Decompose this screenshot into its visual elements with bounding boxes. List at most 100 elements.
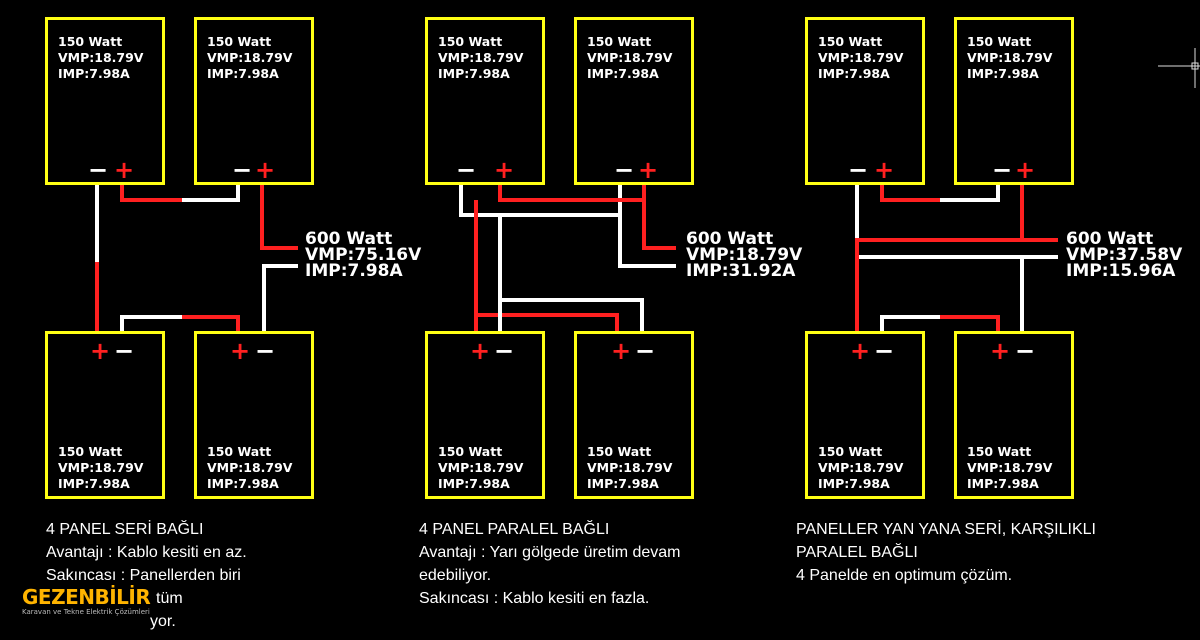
- result-label: 600 Watt VMP:37.58V IMP:15.96A: [1066, 229, 1183, 280]
- caption-line: yor.: [150, 613, 176, 630]
- plus-terminal: +: [470, 337, 491, 365]
- panel-watt: 150 Watt: [587, 444, 652, 459]
- panel-vmp: VMP:18.79V: [438, 460, 524, 475]
- wire-plus: [120, 183, 182, 202]
- panel-imp: IMP:7.98A: [967, 476, 1039, 491]
- panel-watt: 150 Watt: [438, 34, 503, 49]
- config-1-wires: [95, 183, 298, 334]
- caption-line: Avantajı : Kablo kesiti en az.: [46, 544, 247, 561]
- wire-plus: [642, 200, 676, 250]
- wire-plus: [498, 183, 646, 202]
- wire-minus: [500, 298, 644, 334]
- config-2-wires: [459, 183, 676, 334]
- panel-vmp: VMP:18.79V: [207, 50, 293, 65]
- result-watt: 600 Watt: [1066, 229, 1154, 249]
- minus-terminal: −: [88, 156, 109, 184]
- panel-vmp: VMP:18.79V: [967, 50, 1053, 65]
- panel-vmp: VMP:18.79V: [587, 460, 673, 475]
- panel-imp: IMP:7.98A: [58, 66, 130, 81]
- minus-terminal: −: [614, 156, 635, 184]
- caption-line: tüm: [156, 590, 183, 607]
- config-3-wires: [855, 183, 1058, 334]
- solar-panel: + − 150 Watt VMP:18.79V IMP:7.98A: [45, 331, 165, 499]
- panel-imp: IMP:7.98A: [818, 476, 890, 491]
- wire-plus: [182, 315, 240, 334]
- panel-imp: IMP:7.98A: [967, 66, 1039, 81]
- wire-minus: [618, 215, 676, 268]
- result-imp: IMP:31.92A: [686, 261, 796, 281]
- plus-terminal: +: [230, 337, 251, 365]
- solar-panel: + − 150 Watt VMP:18.79V IMP:7.98A: [954, 331, 1074, 499]
- panel-imp: IMP:7.98A: [207, 66, 279, 81]
- result-vmp: VMP:37.58V: [1066, 245, 1183, 265]
- result-label: 600 Watt VMP:75.16V IMP:7.98A: [305, 229, 422, 280]
- wire-minus: [262, 264, 298, 334]
- minus-terminal: −: [874, 337, 895, 365]
- solar-panel: + − 150 Watt VMP:18.79V IMP:7.98A: [805, 331, 925, 499]
- minus-terminal: −: [635, 337, 656, 365]
- minus-terminal: −: [114, 337, 135, 365]
- caption-line: edebiliyor.: [419, 567, 492, 584]
- panel-watt: 150 Watt: [58, 444, 123, 459]
- panel-vmp: VMP:18.79V: [207, 460, 293, 475]
- solar-panel: 150 Watt VMP:18.79V IMP:7.98A − +: [45, 17, 165, 185]
- panel-watt: 150 Watt: [967, 444, 1032, 459]
- wire-plus: [476, 313, 619, 334]
- caption-line: Sakıncası : Panellerden biri: [46, 567, 241, 584]
- solar-panel: 150 Watt VMP:18.79V IMP:7.98A − +: [954, 17, 1074, 185]
- panel-watt: 150 Watt: [818, 444, 883, 459]
- wire-minus: [880, 315, 940, 334]
- caption-line: Avantajı : Yarı gölgede üretim devam: [419, 544, 681, 561]
- caption-line: 4 Panelde en optimum çözüm.: [796, 567, 1013, 584]
- wire-plus: [940, 315, 1000, 334]
- panel-vmp: VMP:18.79V: [967, 460, 1053, 475]
- solar-panel: 150 Watt VMP:18.79V IMP:7.98A − +: [425, 17, 545, 185]
- panel-vmp: VMP:18.79V: [587, 50, 673, 65]
- caption-line: Sakıncası : Kablo kesiti en fazla.: [419, 590, 650, 607]
- panel-watt: 150 Watt: [58, 34, 123, 49]
- plus-terminal: +: [850, 337, 871, 365]
- caption-series: 4 PANEL SERİ BAĞLI Avantajı : Kablo kesi…: [46, 518, 247, 633]
- panel-imp: IMP:7.98A: [438, 476, 510, 491]
- panel-watt: 150 Watt: [967, 34, 1032, 49]
- panel-watt: 150 Watt: [207, 34, 272, 49]
- solar-panel: 150 Watt VMP:18.79V IMP:7.98A − +: [574, 17, 694, 185]
- wire-plus: [260, 183, 298, 250]
- panel-watt: 150 Watt: [207, 444, 272, 459]
- caption-line: PANELLER YAN YANA SERİ, KARŞILIKLI: [796, 521, 1096, 538]
- watermark-logo: GEZENBİLİR Karavan ve Tekne Elektrik Çöz…: [22, 585, 151, 617]
- caption-line: 4 PANEL SERİ BAĞLI: [46, 521, 204, 538]
- result-vmp: VMP:75.16V: [305, 245, 422, 265]
- plus-terminal: +: [990, 337, 1011, 365]
- minus-terminal: −: [255, 337, 276, 365]
- result-watt: 600 Watt: [305, 229, 393, 249]
- panel-vmp: VMP:18.79V: [818, 50, 904, 65]
- panel-imp: IMP:7.98A: [438, 66, 510, 81]
- solar-panel: 150 Watt VMP:18.79V IMP:7.98A − +: [805, 17, 925, 185]
- panel-watt: 150 Watt: [818, 34, 883, 49]
- panel-vmp: VMP:18.79V: [58, 50, 144, 65]
- panel-imp: IMP:7.98A: [58, 476, 130, 491]
- panel-vmp: VMP:18.79V: [58, 460, 144, 475]
- caption-line: 4 PANEL PARALEL BAĞLI: [419, 521, 610, 538]
- wire-minus: [940, 183, 1000, 202]
- result-vmp: VMP:18.79V: [686, 245, 803, 265]
- caption-series-parallel: PANELLER YAN YANA SERİ, KARŞILIKLI PARAL…: [796, 518, 1096, 587]
- logo-name: GEZENBİLİR: [22, 585, 151, 609]
- minus-terminal: −: [456, 156, 477, 184]
- minus-terminal: −: [232, 156, 253, 184]
- panel-vmp: VMP:18.79V: [818, 460, 904, 475]
- minus-terminal: −: [848, 156, 869, 184]
- wire-minus: [120, 315, 182, 334]
- plus-terminal: +: [1015, 156, 1036, 184]
- solar-panel: 150 Watt VMP:18.79V IMP:7.98A − +: [194, 17, 314, 185]
- wire-minus: [855, 183, 882, 259]
- minus-terminal: −: [992, 156, 1013, 184]
- crosshair-cursor-icon: [1158, 48, 1200, 88]
- minus-terminal: −: [1015, 337, 1036, 365]
- solar-panel: + − 150 Watt VMP:18.79V IMP:7.98A: [194, 331, 314, 499]
- result-watt: 600 Watt: [686, 229, 774, 249]
- solar-panel: + − 150 Watt VMP:18.79V IMP:7.98A: [425, 331, 545, 499]
- wire-plus: [855, 238, 1022, 334]
